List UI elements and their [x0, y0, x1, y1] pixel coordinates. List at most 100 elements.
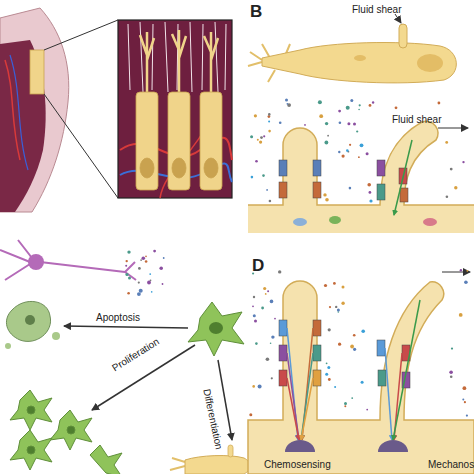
molecule-dot	[361, 329, 365, 333]
molecule-dot	[463, 386, 467, 390]
molecule-dot	[466, 270, 468, 272]
molecule-dot	[351, 397, 353, 399]
molecule-dot	[460, 269, 462, 271]
molecule-dot	[367, 183, 371, 187]
molecule-dot	[270, 300, 274, 304]
panel-letter: B	[250, 3, 262, 22]
molecule-dot	[268, 113, 271, 116]
molecule-dot	[342, 286, 345, 289]
molecule-dot	[366, 152, 369, 155]
molecule-dot	[271, 377, 273, 379]
molecule-dot	[346, 149, 349, 152]
molecule-dot	[149, 273, 151, 275]
molecule-dot	[268, 130, 271, 133]
molecule-dot	[271, 335, 274, 338]
molecule-dot	[338, 110, 341, 113]
apoptotic-cell	[5, 301, 60, 349]
molecule-dot	[369, 191, 372, 194]
fate-arrows	[64, 326, 232, 440]
molecule-dot	[278, 270, 281, 273]
molecule-dot	[127, 250, 130, 253]
molecule-dot	[356, 130, 358, 132]
molecule-dot	[266, 357, 270, 361]
molecule-dot	[339, 122, 342, 125]
molecule-dot	[253, 314, 256, 317]
molecule-dot	[263, 135, 265, 137]
molecule-dot	[329, 306, 331, 308]
molecule-dot	[145, 256, 147, 258]
molecule-dot	[369, 104, 372, 107]
molecule-dot	[334, 386, 336, 388]
molecule-dot	[262, 174, 265, 177]
molecule-dot	[327, 135, 329, 137]
molecule-dot	[127, 292, 130, 295]
molecule-dot	[162, 283, 164, 285]
molecule-dot	[251, 176, 254, 179]
molecule-dot	[346, 106, 350, 110]
molecule-dot	[325, 373, 328, 376]
molecule-dot	[318, 100, 322, 104]
molecule-dot	[350, 345, 354, 349]
molecule-dot	[462, 398, 464, 400]
cilium-zoom-d	[248, 269, 474, 474]
molecule-dot	[253, 296, 255, 298]
molecule-dot	[153, 250, 156, 253]
molecule-dot	[369, 199, 372, 202]
molecule-dot	[450, 168, 453, 171]
molecule-dot	[255, 160, 258, 163]
molecule-dot	[279, 122, 282, 125]
molecule-dot	[138, 282, 140, 284]
cilium-zoom-b	[248, 99, 474, 233]
molecule-dot	[254, 319, 257, 322]
molecule-dot	[269, 200, 272, 203]
molecule-dot	[319, 114, 323, 118]
molecule-dot	[265, 293, 267, 295]
molecule-dot	[464, 401, 466, 403]
molecule-dot	[454, 186, 457, 189]
molecule-dot	[267, 290, 269, 292]
annotation-label: Mechanos	[428, 459, 474, 470]
molecule-dot	[304, 124, 306, 126]
molecule-dot	[358, 109, 360, 111]
molecule-dot	[327, 366, 330, 369]
molecule-dot	[263, 287, 266, 290]
molecule-dot	[349, 187, 352, 190]
molecule-dot	[147, 281, 151, 285]
neuron	[0, 240, 136, 280]
molecule-dot	[342, 155, 345, 158]
molecule-dot	[255, 342, 258, 345]
signal-molecules	[125, 250, 164, 296]
molecule-dot	[260, 136, 263, 139]
molecule-dot	[347, 122, 350, 125]
molecule-dot	[366, 409, 368, 411]
proliferating-cells	[10, 390, 122, 474]
annotation-label: Chemosensing	[264, 459, 331, 470]
molecule-dot	[270, 342, 272, 344]
molecule-dot	[252, 305, 254, 307]
molecule-dot	[344, 405, 346, 407]
molecule-dot	[285, 99, 288, 102]
molecule-dot	[325, 198, 329, 202]
molecule-dot	[138, 267, 141, 270]
molecule-dot	[125, 273, 128, 276]
molecule-dot	[328, 378, 331, 381]
molecule-dot	[333, 282, 336, 285]
molecule-dot	[349, 144, 351, 146]
panel-letter: D	[252, 257, 264, 276]
molecule-dot	[337, 309, 340, 312]
molecule-dot	[353, 334, 356, 337]
molecule-dot	[259, 141, 262, 144]
molecule-dot	[163, 257, 165, 259]
molecule-dot	[328, 328, 331, 331]
molecule-dot	[266, 189, 268, 191]
molecule-dot	[325, 141, 329, 145]
molecule-dot	[358, 156, 360, 158]
molecule-dot	[250, 135, 253, 138]
molecule-dot	[341, 302, 344, 305]
molecule-dot	[151, 291, 153, 293]
molecule-dot	[325, 122, 328, 125]
annotation-label: Fluid shear	[392, 114, 441, 125]
molecule-dot	[372, 101, 374, 103]
molecule-dot	[353, 348, 356, 351]
